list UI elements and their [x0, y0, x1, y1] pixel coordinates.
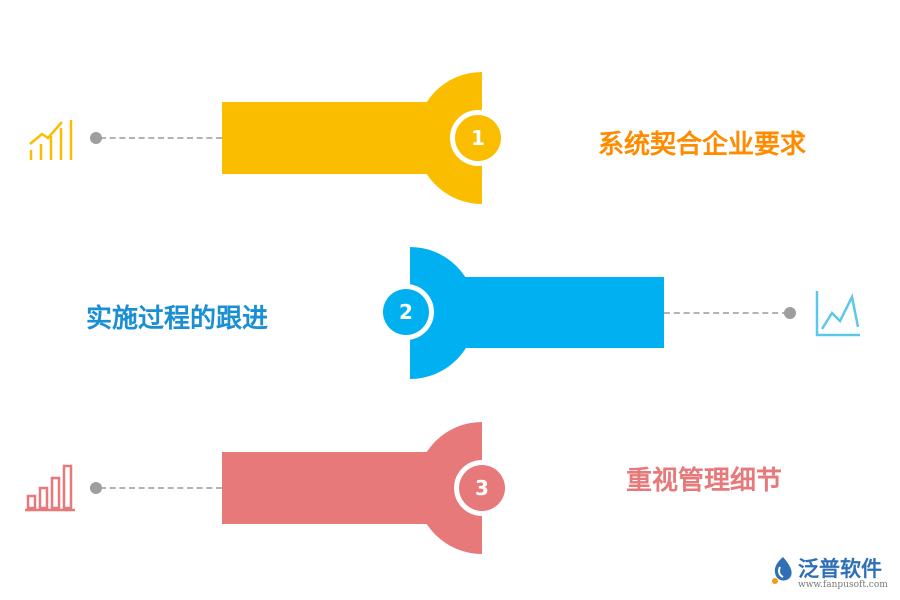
step-2-connector	[664, 312, 788, 314]
step-1-connector-dot	[90, 132, 102, 144]
step-1-number-badge: 1	[450, 110, 506, 166]
line-chart-icon	[815, 291, 860, 337]
step-3-number-badge: 3	[454, 460, 510, 516]
bar-chart-growth-icon	[29, 120, 73, 160]
step-1-connector	[100, 137, 222, 139]
step-3-connector-dot	[90, 482, 102, 494]
step-2-connector-dot	[784, 307, 796, 319]
brand-logo: 泛普软件 www.fanpusoft.com	[770, 553, 896, 595]
step-2-label: 实施过程的跟进	[86, 304, 269, 334]
bar-chart-icon	[25, 464, 75, 512]
step-1-label: 系统契合企业要求	[598, 130, 807, 160]
step-3-label: 重视管理细节	[626, 466, 783, 496]
logo-name: 泛普软件	[798, 557, 882, 581]
step-3-connector	[100, 487, 222, 489]
logo-icon	[772, 557, 792, 584]
logo-url: www.fanpusoft.com	[798, 580, 888, 590]
step-2-number-badge: 2	[378, 284, 434, 340]
